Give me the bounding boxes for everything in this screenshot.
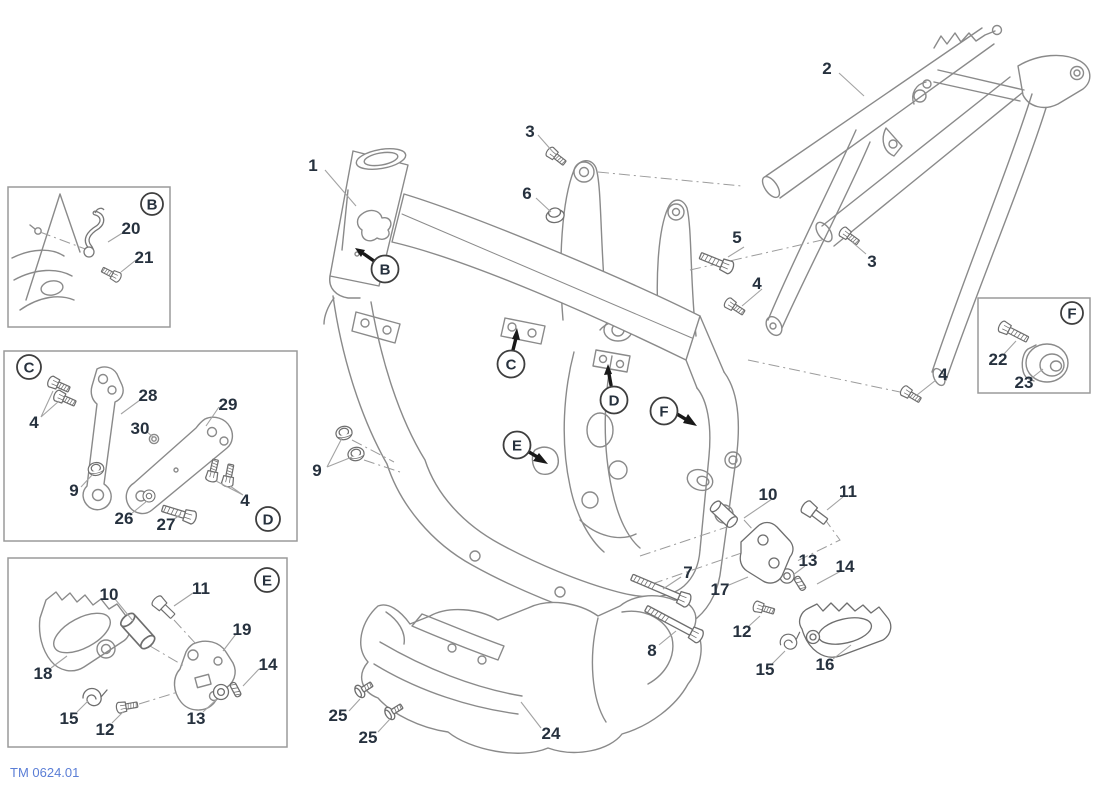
badge-c-circle <box>496 349 526 379</box>
roller-23 <box>1021 343 1069 383</box>
inset-f-callout-23: 23 <box>1015 373 1034 392</box>
main-view-callouts: 1 2 3 6 5 4 3 4 9 10 11 13 14 17 7 8 12 … <box>308 59 948 747</box>
inset-cd-callout-4-left: 4 <box>29 413 39 432</box>
inset-cd-callout-26: 26 <box>115 509 134 528</box>
inset-e-callout-12: 12 <box>96 720 115 739</box>
inset-f-badge: F <box>1067 306 1076 323</box>
callout-3-subframe: 3 <box>867 252 876 271</box>
inset-b-badge: B <box>147 197 158 214</box>
nut-9-lower <box>346 445 366 463</box>
rod-20 <box>83 207 105 258</box>
subframe-drawing <box>761 24 1091 387</box>
badge-b-circle <box>370 254 400 284</box>
inset-e-callout-14: 14 <box>259 655 278 674</box>
badge-b: B <box>380 262 391 279</box>
callout-7: 7 <box>683 563 692 582</box>
inset-c-badge-circle <box>16 354 42 380</box>
inset-b-callout-21: 21 <box>135 248 154 267</box>
inset-f-badge-circle <box>1060 301 1084 325</box>
inset-d-badge: D <box>263 512 274 529</box>
inset-cd-callout-9: 9 <box>69 481 78 500</box>
inset-b-callout-20: 20 <box>122 219 141 238</box>
inset-e-badge: E <box>262 573 272 590</box>
footpeg-16 <box>798 602 892 658</box>
badge-f: F <box>659 404 668 421</box>
callout-4-right: 4 <box>938 365 948 384</box>
inset-b: B 20 21 <box>7 186 171 328</box>
skid-plate-drawing <box>360 595 702 754</box>
inset-cd-callout-28: 28 <box>139 386 158 405</box>
inset-cd-callout-30: 30 <box>131 419 150 438</box>
badge-d: D <box>609 393 620 410</box>
callout-12: 12 <box>733 622 752 641</box>
inset-cd: C D 4 28 30 29 9 26 27 4 <box>3 350 298 542</box>
callout-6: 6 <box>522 184 531 203</box>
main-frame-drawing <box>323 147 742 631</box>
callout-16: 16 <box>816 655 835 674</box>
callout-17: 17 <box>711 580 730 599</box>
inset-f-callout-22: 22 <box>989 350 1008 369</box>
callout-25-right: 25 <box>359 728 378 747</box>
callout-13: 13 <box>799 551 818 570</box>
callout-1: 1 <box>308 156 317 175</box>
inset-cd-callout-29: 29 <box>219 395 238 414</box>
badge-f-circle <box>649 396 679 426</box>
inset-e-callout-18: 18 <box>34 664 53 683</box>
inset-b-badge-circle <box>140 192 164 216</box>
badge-c: C <box>506 357 517 374</box>
bolt-5 <box>697 248 736 276</box>
footer-doc-ref: TM 0624.01 <box>10 765 79 780</box>
badge-e: E <box>512 438 522 455</box>
washer-13-inset <box>212 683 230 701</box>
callout-5: 5 <box>732 228 741 247</box>
inset-cd-callout-27: 27 <box>157 515 176 534</box>
nut-9-upper <box>334 424 354 442</box>
callout-15: 15 <box>756 660 775 679</box>
inset-e-badge-circle <box>254 567 280 593</box>
footpeg-18 <box>38 591 131 672</box>
inset-cd-callout-4-right: 4 <box>240 491 250 510</box>
inset-e-callout-11: 11 <box>192 579 210 598</box>
callout-25-left: 25 <box>329 706 348 725</box>
hardware-main <box>334 145 924 723</box>
badge-e-circle <box>502 430 532 460</box>
pin-10 <box>707 498 740 530</box>
main-view-badges: B C D E F <box>355 248 697 464</box>
bolt-4-left <box>722 296 748 318</box>
bolt-11 <box>798 498 831 528</box>
callout-4-left: 4 <box>752 274 762 293</box>
inset-e-callout-15: 15 <box>60 709 79 728</box>
inset-cd-box <box>3 350 298 542</box>
callout-10: 10 <box>759 485 778 504</box>
spring-15 <box>777 630 804 653</box>
bracket-29 <box>125 416 234 515</box>
bolt-3-subframe <box>837 225 862 248</box>
bolt-3-top <box>543 145 569 169</box>
callout-24: 24 <box>542 724 561 743</box>
callout-14: 14 <box>836 557 855 576</box>
bolt-12 <box>751 599 777 618</box>
inset-e-callout-13: 13 <box>187 709 206 728</box>
main-leader-lines <box>324 72 937 733</box>
washer-26 <box>142 489 156 503</box>
bolt-4-right <box>898 383 924 406</box>
callout-11: 11 <box>839 482 857 501</box>
inset-f: F 22 23 <box>977 297 1091 394</box>
inset-e-callout-10: 10 <box>100 585 119 604</box>
callout-3-top: 3 <box>525 122 534 141</box>
footrest-bracket-17 <box>739 521 794 584</box>
callout-9: 9 <box>312 461 321 480</box>
badge-d-circle <box>599 385 629 415</box>
spring-pin-14 <box>792 574 808 592</box>
inset-e: E 10 11 19 14 18 15 12 13 <box>7 557 288 748</box>
inset-c-badge: C <box>24 360 35 377</box>
inset-e-callout-19: 19 <box>233 620 252 639</box>
callout-2: 2 <box>822 59 831 78</box>
inset-d-badge-circle <box>255 506 281 532</box>
callout-8: 8 <box>647 641 656 660</box>
